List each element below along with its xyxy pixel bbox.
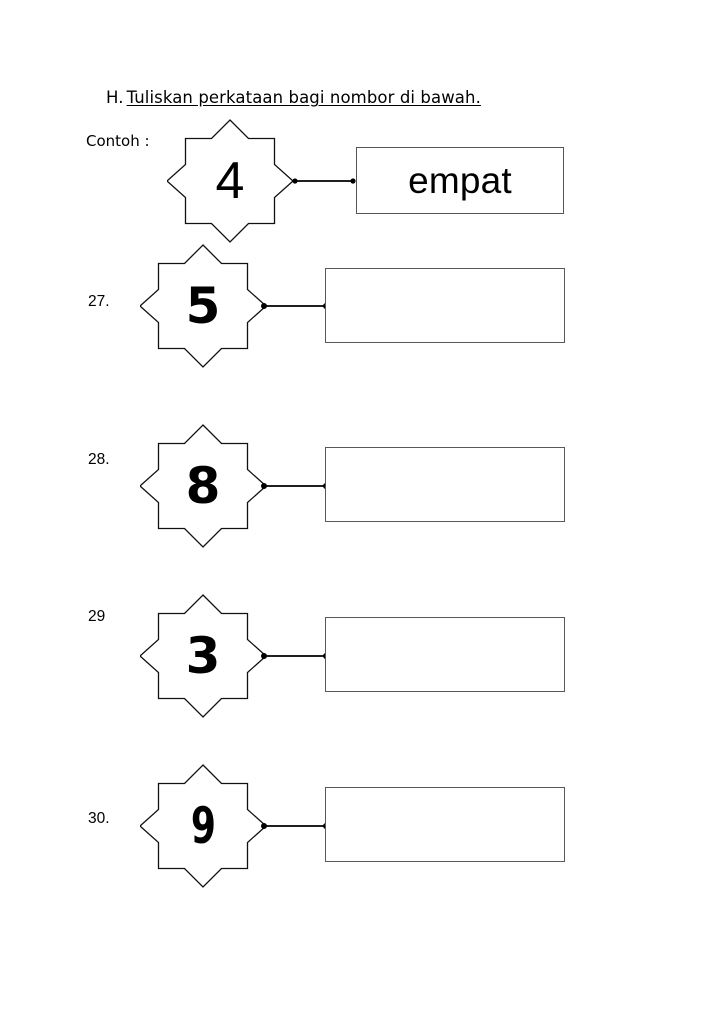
answer-box-27[interactable] (325, 268, 565, 343)
example-answer-box: empat (356, 147, 564, 214)
instruction-text: Tuliskan perkataan bagi nombor di bawah. (126, 88, 481, 107)
question-number-27: 27. (88, 293, 110, 310)
question-star-shape-27: 5 (140, 243, 266, 369)
section-heading: H.Tuliskan perkataan bagi nombor di bawa… (106, 88, 481, 107)
example-connector (292, 173, 356, 189)
example-star-shape: 4 (167, 118, 293, 244)
question-connector-28 (261, 478, 329, 494)
question-number-29: 29 (88, 608, 106, 625)
question-connector-29 (261, 648, 329, 664)
question-connector-30 (261, 818, 329, 834)
answer-box-28[interactable] (325, 447, 565, 522)
example-label: Contoh : (86, 132, 150, 150)
question-star-shape-28: 8 (140, 423, 266, 549)
example-answer-text: empat (408, 160, 512, 201)
question-number-30: 30. (88, 810, 110, 827)
answer-box-29[interactable] (325, 617, 565, 692)
section-letter: H. (106, 88, 124, 107)
question-star-shape-30: 9 (140, 763, 266, 889)
answer-box-30[interactable] (325, 787, 565, 862)
question-connector-27 (261, 298, 329, 314)
question-star-shape-29: 3 (140, 593, 266, 719)
question-number-28: 28. (88, 451, 110, 468)
